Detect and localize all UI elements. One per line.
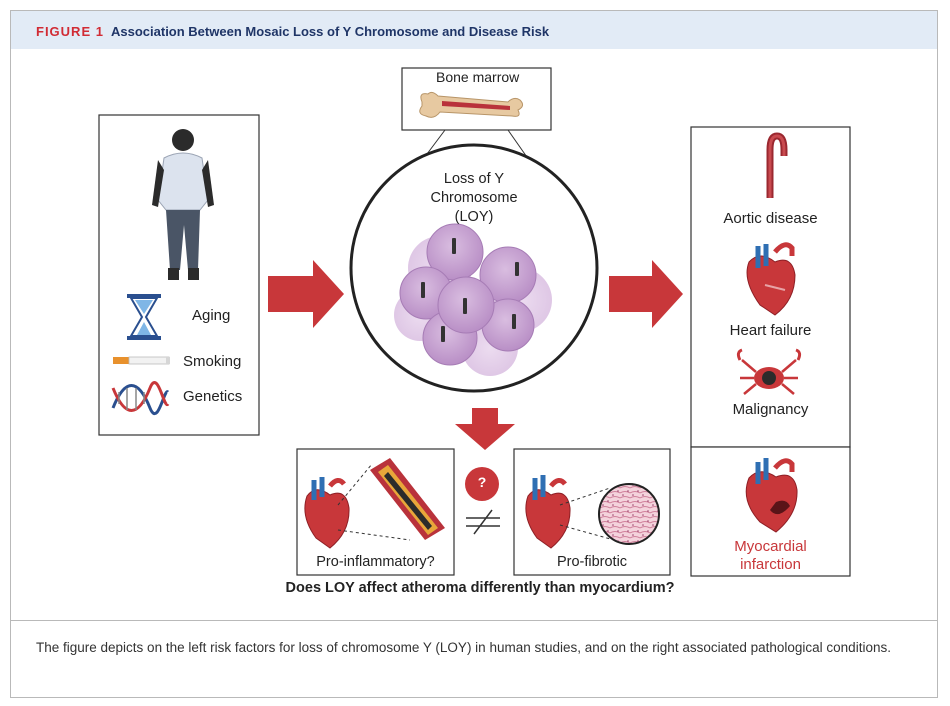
myocardial-infarction-heart-icon: [745, 458, 798, 533]
loy-label-line1: Loss of Y: [443, 171, 505, 187]
genetics-label: Genetics: [183, 388, 243, 405]
crab-icon: [736, 348, 802, 395]
mi-label: Myocardial infarction: [691, 538, 850, 574]
down-arrow: [455, 408, 515, 450]
bone-marrow-label: Bone marrow: [436, 69, 520, 85]
heart-failure-label: Heart failure: [729, 322, 812, 339]
pro-inflammatory-label: Pro-inflammatory?: [316, 554, 435, 570]
question-circle: [465, 467, 499, 501]
pro-fibrotic-label: Pro-fibrotic: [556, 554, 628, 570]
figure-header: [11, 11, 937, 49]
figure-caption: The figure depicts on the left risk fact…: [36, 640, 891, 655]
mi-label-line2: infarction: [740, 556, 801, 573]
heart-failure-icon: [746, 242, 796, 316]
diagram-canvas: [98, 67, 851, 577]
aorta-icon: [766, 132, 788, 198]
aging-label: Aging: [192, 307, 231, 324]
figure-label: FIGURE 1: [36, 24, 104, 39]
left-arrow: [268, 260, 344, 328]
figure-title: Association Between Mosaic Loss of Y Chr…: [111, 24, 550, 39]
question-mark: ?: [477, 474, 487, 490]
cell-cluster: [394, 223, 552, 376]
fibrotic-tissue-icon: [598, 483, 660, 545]
person-icon: [152, 129, 214, 280]
dna-icon: [111, 381, 170, 416]
malignancy-label: Malignancy: [732, 401, 809, 418]
hourglass-icon: [127, 294, 161, 340]
bone-icon: [419, 91, 524, 118]
heart-fibrosis-icon: [525, 475, 571, 549]
loy-label: Loss of Y Chromosome (LOY): [414, 170, 534, 227]
aortic-disease-label: Aortic disease: [723, 210, 818, 227]
caption-divider: [11, 620, 937, 621]
atheroma-question: Does LOY affect atheroma differently tha…: [285, 580, 675, 596]
loy-label-line2: Chromosome: [430, 190, 518, 206]
smoking-label: Smoking: [183, 353, 242, 370]
loy-label-line3: (LOY): [454, 209, 494, 225]
right-arrow: [609, 260, 683, 328]
not-equal-icon: [466, 509, 500, 535]
cigarette-icon: [113, 356, 170, 365]
mi-label-line1: Myocardial: [734, 538, 807, 555]
artery-plaque-icon: [370, 458, 445, 540]
figure-frame: [10, 10, 938, 698]
